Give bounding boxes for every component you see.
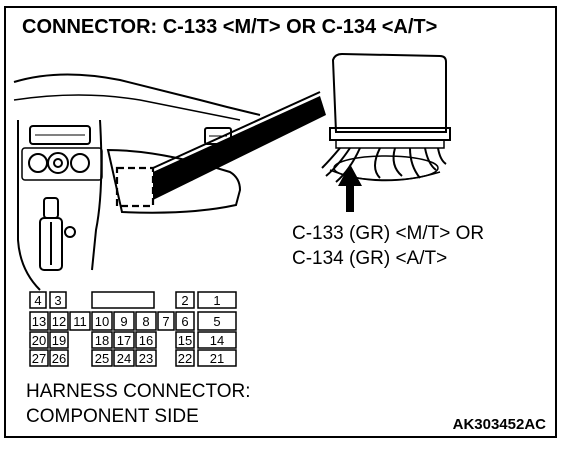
pin-label: 18 <box>95 333 109 348</box>
connector-key-block <box>91 291 155 309</box>
pin-cell <box>175 331 195 349</box>
caption-line2: COMPONENT SIDE <box>26 406 199 427</box>
lower-dash-panel <box>106 148 242 214</box>
pin-cell <box>197 291 237 309</box>
pin-cell <box>69 311 91 331</box>
pin-label: 12 <box>52 314 66 329</box>
pin-cell <box>49 311 69 331</box>
pin-label: 5 <box>213 314 220 329</box>
pin-label: 22 <box>178 351 192 366</box>
console-left-edge <box>17 120 41 291</box>
pin-cell <box>29 311 49 331</box>
pin-label: 3 <box>54 293 61 308</box>
pin-label: 1 <box>213 293 220 308</box>
pin-label: 13 <box>32 314 46 329</box>
pin-label: 27 <box>32 351 46 366</box>
pin-cell <box>49 331 69 349</box>
pin-cell <box>49 349 69 367</box>
pin-label: 16 <box>139 333 153 348</box>
pin-cell <box>175 349 195 367</box>
pin-label: 9 <box>120 314 127 329</box>
diagram-frame <box>4 6 557 438</box>
pin-cell <box>113 331 135 349</box>
pin-cell <box>175 291 195 309</box>
pin-cell <box>135 331 157 349</box>
pin-label: 6 <box>181 314 188 329</box>
connector-pointer-arrow <box>338 164 362 212</box>
pin-cell <box>197 311 237 331</box>
hvac-knob-right <box>70 153 90 173</box>
pin-cell <box>197 349 237 367</box>
pin-cell <box>135 311 157 331</box>
dashboard-top-edge <box>13 73 261 116</box>
figure-code: AK303452AC <box>452 416 546 433</box>
hvac-knob-center <box>47 152 69 174</box>
ecu-module-body <box>331 52 447 133</box>
pin-label: 23 <box>139 351 153 366</box>
pin-cell <box>113 349 135 367</box>
pin-label: 25 <box>95 351 109 366</box>
pin-label: 10 <box>95 314 109 329</box>
pin-label: 8 <box>142 314 149 329</box>
pin-cell <box>91 349 113 367</box>
pin-label: 21 <box>210 351 224 366</box>
pin-label: 11 <box>73 314 87 329</box>
leader-line-top <box>152 91 321 169</box>
pin-label: 7 <box>162 314 169 329</box>
connector-callout-line1: C-133 (GR) <M/T> OR <box>292 223 485 244</box>
center-vent <box>29 125 91 145</box>
pin-cell <box>29 349 49 367</box>
pin-cell <box>29 331 49 349</box>
pin-cell <box>91 311 113 331</box>
pin-label: 15 <box>178 333 192 348</box>
pin-label: 26 <box>52 351 66 366</box>
diagram-title: CONNECTOR: C-133 <M/T> OR C-134 <A/T> <box>22 16 438 38</box>
pin-cell <box>197 331 237 349</box>
pin-cell <box>29 291 47 309</box>
leader-wedge <box>153 96 326 200</box>
pin-cell <box>175 311 195 331</box>
pin-cell <box>91 331 113 349</box>
pin-cell <box>49 291 67 309</box>
pin-label: 19 <box>52 333 66 348</box>
pin-cell <box>113 311 135 331</box>
pin-label: 24 <box>117 351 131 366</box>
pin-cell <box>135 349 157 367</box>
pin-label: 4 <box>34 293 41 308</box>
pin-label: 2 <box>181 293 188 308</box>
pin-label: 17 <box>117 333 131 348</box>
caption-line1: HARNESS CONNECTOR: <box>26 381 251 402</box>
console-right-edge <box>91 119 103 271</box>
pin-label: 20 <box>32 333 46 348</box>
pin-cell <box>157 311 175 331</box>
pin-label: 14 <box>210 333 224 348</box>
connector-callout-line2: C-134 (GR) <A/T> <box>292 248 448 269</box>
shift-knob <box>43 197 59 219</box>
